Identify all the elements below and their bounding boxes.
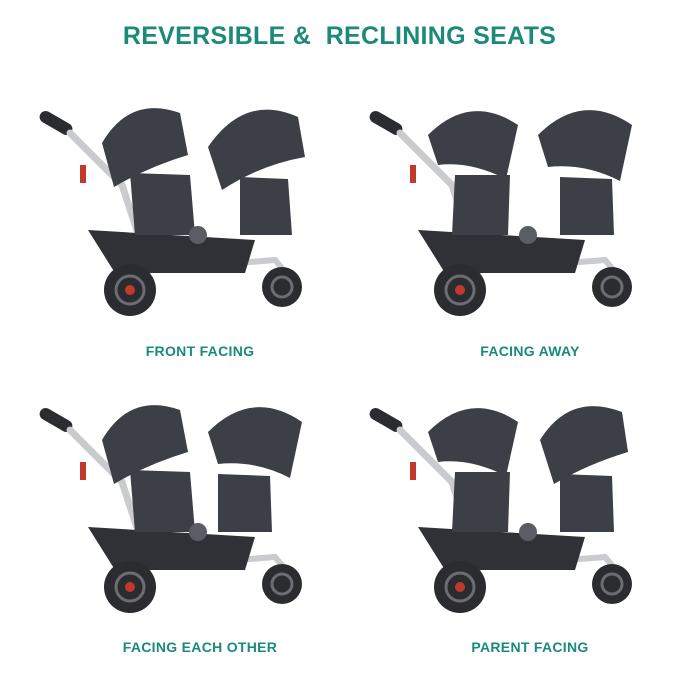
- stroller-illustration: [39, 108, 305, 316]
- stroller-image-front-facing: [39, 108, 305, 316]
- front-wheel: [592, 267, 632, 307]
- stroller-image-parent-facing: [369, 406, 632, 613]
- stroller-illustration: [369, 406, 632, 613]
- caption-facing-away: FACING AWAY: [480, 343, 580, 359]
- stroller-illustration: [369, 110, 632, 316]
- stroller-image-facing-each-other: [39, 405, 302, 613]
- stroller-panel-facing-each-other: [30, 392, 330, 627]
- stroller-panel-parent-facing: [360, 392, 660, 627]
- caption-facing-each-other: FACING EACH OTHER: [122, 639, 278, 655]
- canopy-rear-seat: [102, 108, 188, 187]
- stroller-illustration: [39, 405, 302, 613]
- caption-parent-facing: PARENT FACING: [471, 639, 589, 655]
- page-title: REVERSIBLE & RECLINING SEATS: [122, 22, 557, 50]
- canopy-rear-seat: [428, 408, 518, 476]
- stroller-panel-facing-away: [360, 95, 660, 330]
- front-wheel: [262, 267, 302, 307]
- canopy-front-seat: [208, 109, 305, 190]
- canopy-rear-seat: [428, 111, 518, 179]
- canopy-front-seat: [540, 406, 628, 484]
- caption-front-facing: FRONT FACING: [145, 343, 255, 359]
- front-wheel: [262, 564, 302, 604]
- stroller-panel-front-facing: [30, 95, 330, 330]
- front-wheel: [592, 564, 632, 604]
- canopy-rear-seat: [102, 405, 188, 484]
- brake-lever: [80, 165, 86, 183]
- canopy-front-seat: [538, 110, 632, 181]
- stroller-image-facing-away: [369, 110, 632, 316]
- canopy-front-seat: [208, 407, 302, 478]
